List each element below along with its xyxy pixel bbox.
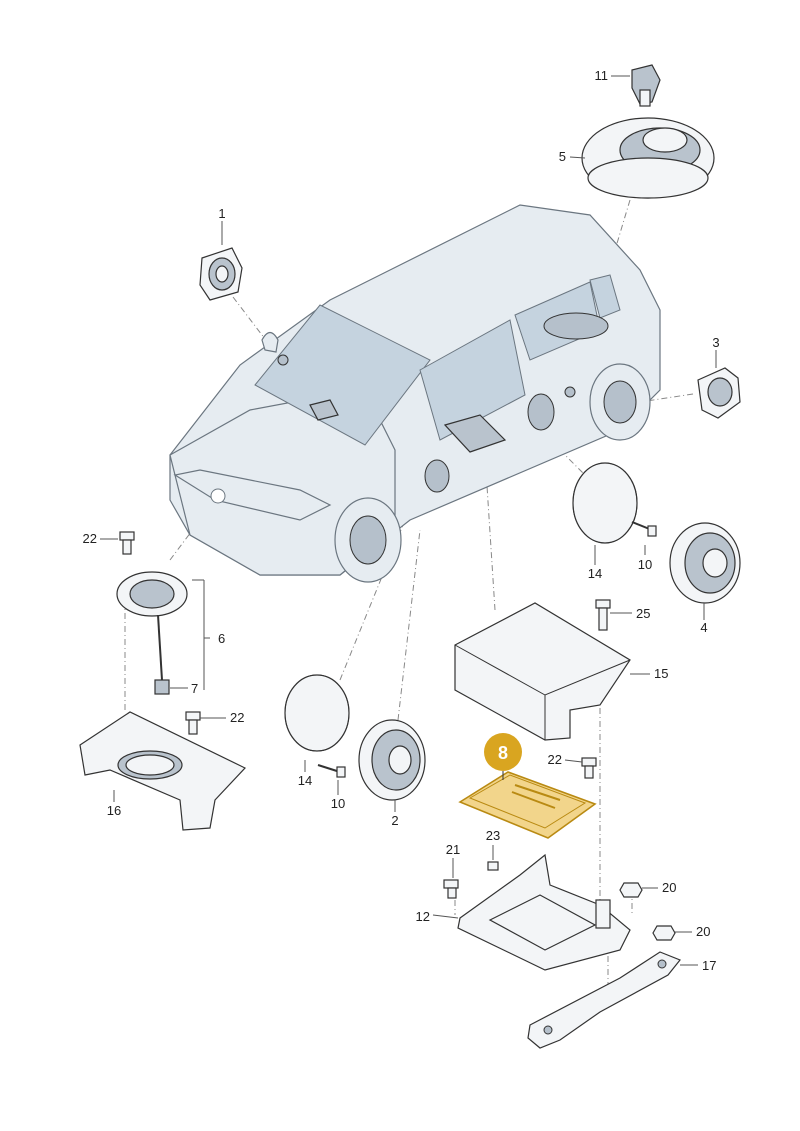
side-mirror: [261, 331, 279, 353]
part-connector-11: [631, 64, 661, 107]
callout-6: 6: [218, 631, 225, 646]
part-ring-14-lower: [284, 674, 350, 752]
part-bracket-12: [457, 853, 631, 971]
vw-logo-icon: [210, 488, 226, 504]
callout-22-right: 22: [548, 752, 562, 767]
callout-1: 1: [218, 206, 225, 221]
callout-25: 25: [636, 606, 650, 621]
callout-10-lower: 10: [331, 796, 345, 811]
callout-11: 11: [595, 68, 609, 83]
highlight-badge-label: 8: [498, 743, 508, 763]
part-control-unit-8: [458, 771, 597, 839]
part-speaker-2: [358, 719, 426, 801]
part-nut-20-upper: [619, 882, 643, 898]
callout-22-left: 22: [83, 531, 97, 546]
callout-20-lower: 20: [696, 924, 710, 939]
callout-22-middle: 22: [230, 710, 244, 725]
part-clip-10-upper: [631, 521, 657, 537]
part-connector-7: [154, 679, 170, 695]
part-speaker-rear-3: [697, 367, 741, 419]
part-nut-20-lower: [652, 925, 676, 941]
part-bolt-22-left: [119, 531, 135, 555]
callout-2: 2: [391, 813, 398, 828]
callout-10-upper: 10: [638, 557, 652, 572]
front-door-window: [419, 319, 526, 441]
part-subwoofer-5: [581, 117, 715, 199]
callout-21: 21: [446, 842, 460, 857]
part-bracket-16: [79, 711, 246, 831]
callout-23: 23: [486, 828, 500, 843]
callout-14-lower: 14: [298, 773, 312, 788]
part-bolt-21: [443, 879, 459, 899]
callout-20-upper: 20: [662, 880, 676, 895]
callout-14-upper: 14: [588, 566, 602, 581]
part-ring-14-upper: [572, 462, 638, 544]
control-unit-location: [443, 414, 507, 453]
part-bolt-23: [487, 861, 499, 871]
callout-3: 3: [712, 335, 719, 350]
highlight-badge: 8: [484, 733, 522, 780]
windshield: [254, 304, 431, 446]
part-clip-25: [595, 599, 611, 631]
part-strap-17: [527, 951, 681, 1049]
callout-15: 15: [654, 666, 668, 681]
part-speaker-6: [116, 571, 188, 695]
part-speaker-4: [669, 522, 741, 604]
callout-5: 5: [559, 149, 566, 164]
part-bolt-22-right: [581, 757, 597, 779]
part-tweeter-front: [199, 247, 243, 301]
callout-4: 4: [700, 620, 707, 635]
roof-speaker-mount: [543, 312, 609, 340]
callout-7: 7: [191, 681, 198, 696]
callout-labels: 1 2 3 4 5 6 7 10 10 11 12 14 14 15 16 17…: [83, 68, 720, 973]
callout-16: 16: [107, 803, 121, 818]
vehicle-illustration: [169, 204, 661, 583]
part-clip-10-lower: [317, 764, 346, 778]
leader-lines: [100, 75, 717, 966]
part-bolt-22-middle: [185, 711, 201, 735]
callout-12: 12: [416, 909, 430, 924]
part-cover-15: [454, 602, 631, 741]
callout-17: 17: [702, 958, 716, 973]
